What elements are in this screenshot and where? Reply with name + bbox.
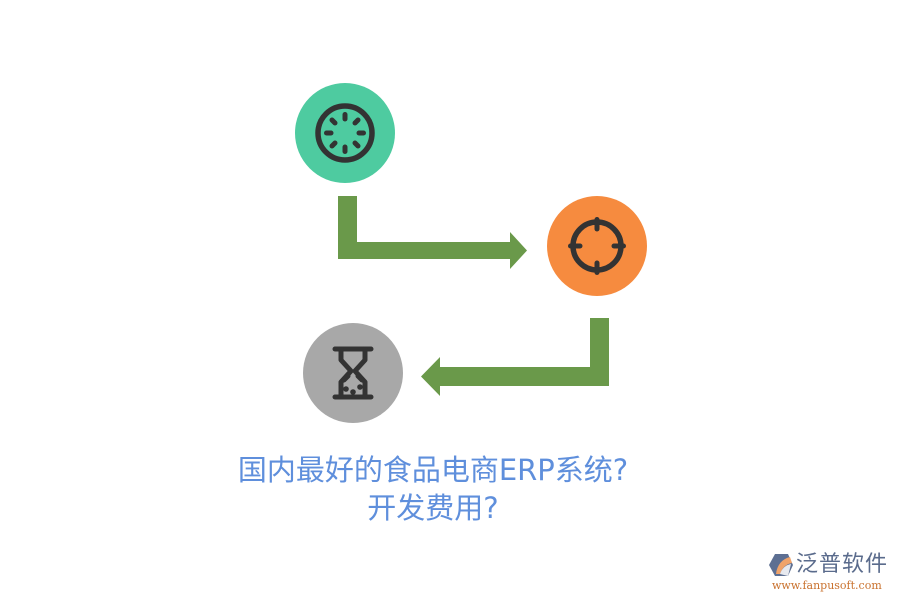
title-line-2: 开发费用?	[367, 491, 499, 525]
brand-name: 泛普软件	[796, 552, 889, 577]
fanpu-logo-icon	[769, 554, 793, 576]
step-3-node	[303, 323, 403, 423]
brand-url: www.fanpusoft.com	[772, 579, 882, 592]
hourglass-icon	[332, 346, 374, 400]
watermark-logo: 泛普软件 www.fanpusoft.com	[768, 551, 896, 595]
arrow-step1-to-step2	[338, 196, 527, 269]
step-1-node	[295, 83, 395, 183]
crosshair-target-icon	[568, 217, 626, 275]
loading-spinner-icon	[315, 103, 375, 163]
arrow-step2-to-step3	[421, 318, 609, 396]
step-2-node	[547, 196, 647, 296]
title-line-1: 国内最好的食品电商ERP系统?	[237, 453, 629, 487]
